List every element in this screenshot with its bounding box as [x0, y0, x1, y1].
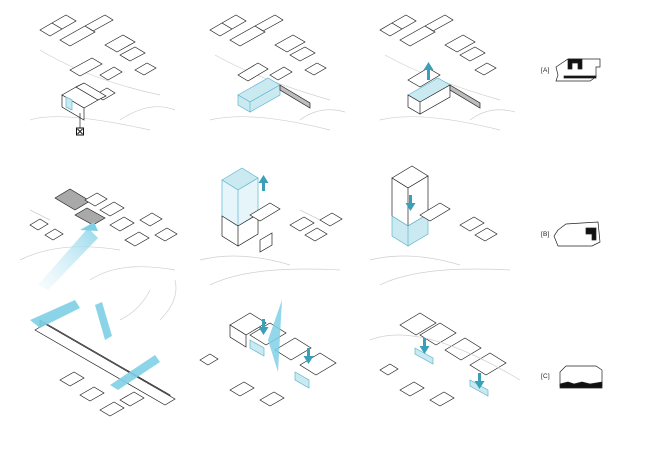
panel-row2-col1: [19, 188, 178, 281]
highlight-block: [65, 96, 73, 111]
legend-tag-a: [A]: [541, 67, 550, 74]
plan-b: [553, 221, 601, 247]
arrow-down-icon: [258, 319, 269, 335]
arrow-up-icon: [258, 175, 269, 191]
panel-row2-col3: [369, 165, 511, 286]
light-beam: [38, 222, 98, 290]
plan-c: [559, 365, 603, 389]
panel-row1-col1: [29, 14, 176, 131]
panel-row1-col3: [379, 14, 516, 131]
light-beam: [30, 300, 160, 390]
panel-row3-col1: [34, 279, 177, 417]
plan-a: [555, 58, 601, 82]
light-beam: [268, 300, 282, 372]
arrow-down-icon: [474, 373, 485, 389]
legend-tag-b: [B]: [541, 231, 550, 238]
arrow-down-icon: [405, 195, 416, 211]
legend-tag-c: [C]: [541, 373, 550, 380]
arrow-down-icon: [303, 348, 314, 364]
panel-row3-col2: [199, 312, 337, 407]
panel-row3-col3: [369, 312, 521, 407]
boxed-x-icon: [76, 127, 84, 136]
arrow-down-icon: [419, 338, 430, 354]
arrow-up-icon: [423, 62, 434, 80]
panel-row1-col2: [209, 14, 346, 131]
panel-row2-col2: [199, 167, 343, 286]
